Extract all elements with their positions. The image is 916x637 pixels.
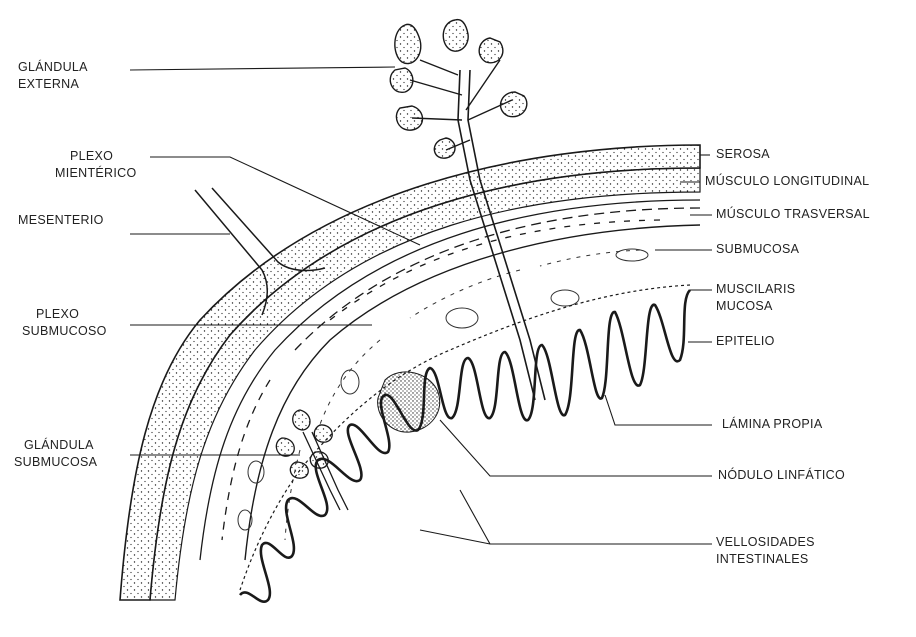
label-muscularis-mucosa-line1: MUSCILARIS xyxy=(716,281,795,298)
label-serosa-line1: SEROSA xyxy=(716,146,770,163)
label-epitelio: EPITELIO xyxy=(716,333,775,350)
label-glandula-submucosa-line2: SUBMUCOSA xyxy=(14,454,97,471)
label-muscularis-mucosa: MUSCILARIS MUCOSA xyxy=(716,281,795,315)
label-muscularis-mucosa-line2: MUCOSA xyxy=(716,298,795,315)
label-vellosidades-line2: INTESTINALES xyxy=(716,551,815,568)
label-submucosa: SUBMUCOSA xyxy=(716,241,799,258)
label-plexo-mienterico-line1: PLEXO xyxy=(55,148,136,165)
label-nodulo-linfatico-line1: NÓDULO LINFÁTICO xyxy=(718,467,845,484)
label-submucosa-line1: SUBMUCOSA xyxy=(716,241,799,258)
label-glandula-submucosa: GLÁNDULA SUBMUCOSA xyxy=(14,437,97,471)
label-musculo-longitudinal-line1: MÚSCULO LONGITUDINAL xyxy=(705,173,869,190)
pointer-nodulo-linfatico xyxy=(440,420,712,476)
label-nodulo-linfatico: NÓDULO LINFÁTICO xyxy=(718,467,845,484)
label-vellosidades-line1: VELLOSIDADES xyxy=(716,534,815,551)
label-epitelio-line1: EPITELIO xyxy=(716,333,775,350)
label-lamina-propia-line1: LÁMINA PROPIA xyxy=(722,416,822,433)
label-glandula-externa-line2: EXTERNA xyxy=(18,76,88,93)
label-mesenterio: MESENTERIO xyxy=(18,212,104,229)
label-musculo-trasversal: MÚSCULO TRASVERSAL xyxy=(716,206,870,223)
label-glandula-externa-line1: GLÁNDULA xyxy=(18,59,88,76)
pointer-lamina-propia xyxy=(605,395,712,425)
label-musculo-longitudinal: MÚSCULO LONGITUDINAL xyxy=(705,173,869,190)
submucosal-gland xyxy=(276,410,348,510)
label-plexo-submucoso-line2: SUBMUCOSO xyxy=(22,323,107,340)
label-plexo-mienterico: PLEXO MIENTÉRICO xyxy=(55,148,136,182)
label-plexo-submucoso-line1: PLEXO xyxy=(22,306,107,323)
muscle-fibers xyxy=(200,200,700,560)
label-glandula-submucosa-line1: GLÁNDULA xyxy=(14,437,97,454)
label-plexo-mienterico-line2: MIENTÉRICO xyxy=(55,165,136,182)
label-serosa: SEROSA xyxy=(716,146,770,163)
label-plexo-submucoso: PLEXO SUBMUCOSO xyxy=(22,306,107,340)
label-mesenterio-line1: MESENTERIO xyxy=(18,212,104,229)
pointer-glandula-externa xyxy=(130,67,395,70)
label-musculo-trasversal-line1: MÚSCULO TRASVERSAL xyxy=(716,206,870,223)
pointer-vellosidades xyxy=(420,490,712,544)
label-vellosidades-intestinales: VELLOSIDADES INTESTINALES xyxy=(716,534,815,568)
label-glandula-externa: GLÁNDULA EXTERNA xyxy=(18,59,88,93)
label-lamina-propia: LÁMINA PROPIA xyxy=(722,416,822,433)
